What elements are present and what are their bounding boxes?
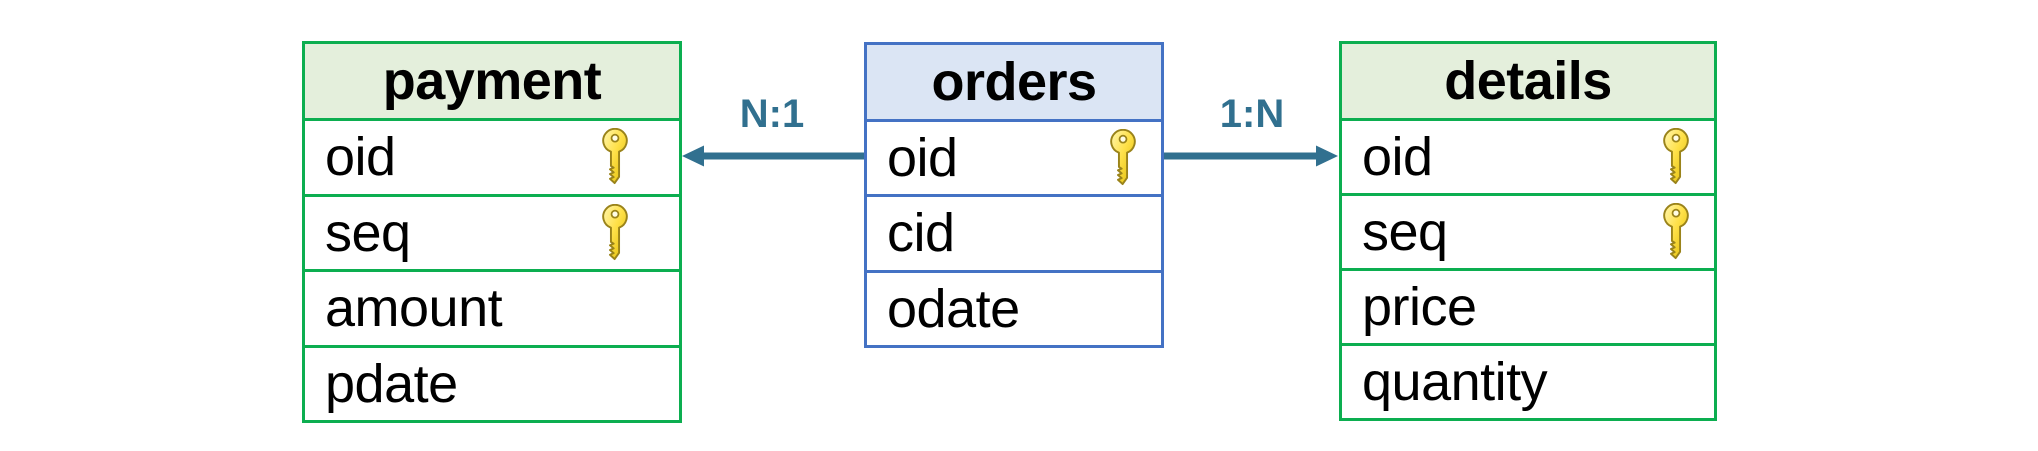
primary-key-icon bbox=[597, 204, 633, 262]
primary-key-icon bbox=[1658, 128, 1694, 186]
row-payment-oid: oid bbox=[305, 121, 679, 194]
row-payment-seq: seq bbox=[305, 193, 679, 269]
column-name: amount bbox=[325, 278, 503, 339]
column-name: oid bbox=[1362, 127, 1433, 187]
column-name: seq bbox=[325, 202, 411, 263]
column-name: cid bbox=[887, 203, 955, 264]
row-details-seq: seq bbox=[1342, 193, 1714, 268]
column-name: quantity bbox=[1362, 352, 1548, 412]
relationship-orders-payment: N:1 bbox=[680, 92, 864, 171]
row-orders-oid: oid bbox=[867, 122, 1161, 195]
table-details-title: details bbox=[1444, 51, 1612, 111]
relationship-label: N:1 bbox=[739, 92, 805, 136]
table-payment: payment oid seq amount pdate bbox=[302, 41, 682, 423]
left-arrow-icon bbox=[682, 145, 864, 167]
table-orders-title: orders bbox=[931, 52, 1097, 112]
primary-key-icon bbox=[1658, 203, 1694, 261]
row-details-oid: oid bbox=[1342, 121, 1714, 193]
column-name: pdate bbox=[325, 353, 458, 414]
row-payment-pdate: pdate bbox=[305, 344, 679, 420]
table-payment-title: payment bbox=[382, 51, 602, 111]
primary-key-icon bbox=[597, 128, 633, 186]
row-orders-odate: odate bbox=[867, 269, 1161, 345]
row-details-quantity: quantity bbox=[1342, 343, 1714, 418]
relationship-orders-details: 1:N bbox=[1164, 92, 1340, 171]
right-arrow-icon bbox=[1164, 145, 1338, 167]
table-details: details oid seq price quantity bbox=[1339, 41, 1717, 421]
row-details-price: price bbox=[1342, 268, 1714, 343]
column-name: odate bbox=[887, 278, 1020, 339]
table-orders-header: orders bbox=[867, 45, 1161, 122]
relationship-label: 1:N bbox=[1219, 92, 1285, 136]
column-name: oid bbox=[325, 127, 396, 188]
primary-key-icon bbox=[1105, 129, 1141, 187]
column-name: price bbox=[1362, 277, 1477, 337]
table-orders: orders oid cid odate bbox=[864, 42, 1164, 348]
column-name: seq bbox=[1362, 202, 1448, 262]
row-payment-amount: amount bbox=[305, 269, 679, 345]
table-details-header: details bbox=[1342, 44, 1714, 121]
row-orders-cid: cid bbox=[867, 194, 1161, 270]
table-payment-header: payment bbox=[305, 44, 679, 121]
column-name: oid bbox=[887, 128, 958, 189]
